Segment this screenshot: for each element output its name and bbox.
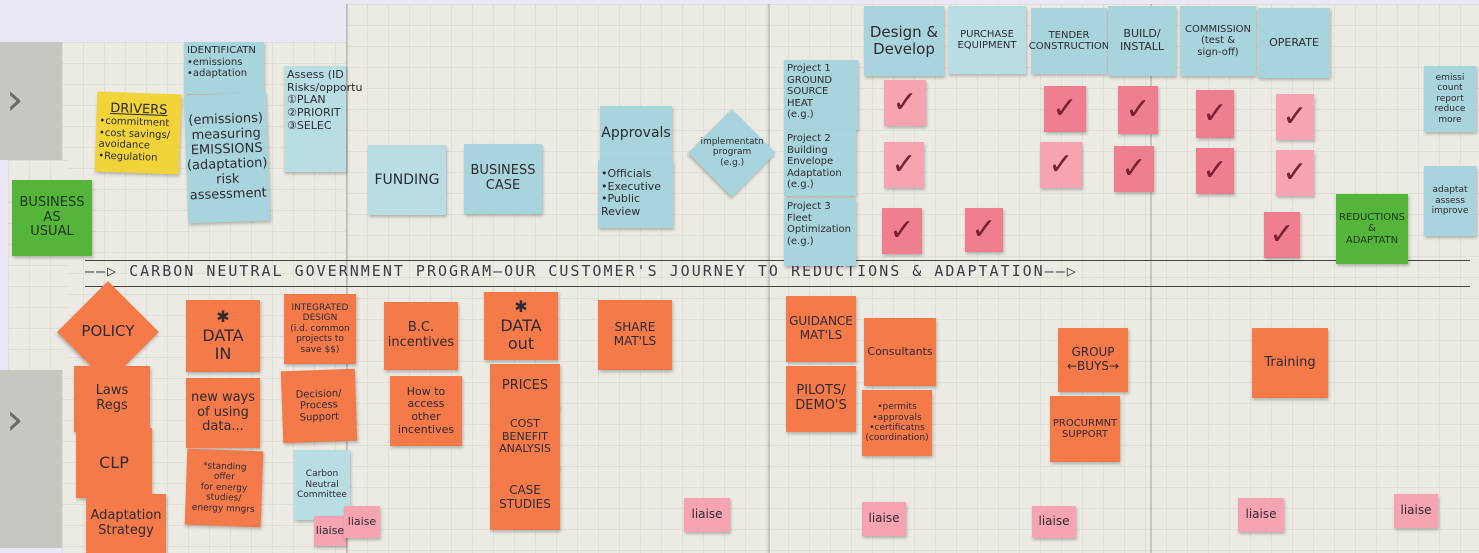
approvals-list-note: •Officials •Executive •Public Review — [598, 160, 673, 228]
chevron-right-icon: › — [6, 394, 24, 445]
funding-note: FUNDING — [368, 145, 446, 215]
phase-operate: OPERATE — [1258, 8, 1330, 78]
bc-incentives-note: B.C. incentives — [384, 302, 458, 370]
pilots-demos-note: PILOTS/ DEMO'S — [786, 366, 856, 432]
implementation-program-label: implementatn program (e.g.) — [700, 137, 764, 169]
approvals-note: Approvals — [600, 106, 672, 160]
check-mark-tender-p1: ✓ — [1044, 86, 1086, 132]
check-mark-operate-p1: ✓ — [1276, 94, 1314, 140]
integrated-design-note: INTEGRATED DESIGN (i.d. common projects … — [284, 294, 356, 364]
project-3-note: Project 3 Fleet Optimization (e.g.) — [784, 198, 856, 266]
emissions-note: emissi count report reduce more — [1424, 66, 1476, 132]
decision-support-note: Decision/ Process Support — [280, 368, 358, 444]
left-panel-top — [0, 42, 66, 160]
liaise-note-3: liaise — [684, 498, 730, 532]
left-panel-bottom — [0, 370, 66, 548]
phase-commission: COMMISSION (test & sign-off) — [1180, 6, 1256, 76]
consultants-note: Consultants — [864, 318, 936, 386]
phase-purchase-equipment: PURCHASE EQUIPMENT — [948, 6, 1026, 74]
training-note: Training — [1252, 328, 1328, 398]
phase-tender-construction: TENDER CONSTRUCTION — [1029, 8, 1109, 74]
standing-offer-note: *standing offer for energy studies/ ener… — [184, 448, 264, 528]
phase-design-develop: Design & Develop — [864, 6, 944, 76]
procurement-support-note: PROCURMNT SUPPORT — [1050, 396, 1120, 462]
check-mark-build-p2: ✓ — [1114, 146, 1154, 192]
liaise-note-7: liaise — [1394, 494, 1438, 528]
guidance-materials-note: GUIDANCE MAT'LS — [786, 296, 856, 362]
prices-note: PRICES — [490, 364, 560, 408]
liaise-note-5: liaise — [1032, 506, 1076, 538]
drivers-note: DRIVERS •commitment •cost savings/ avoid… — [94, 91, 182, 175]
check-mark-purchase-p3: ✓ — [965, 208, 1003, 252]
measuring-note: (emissions) measuring EMISSIONS (adaptat… — [183, 92, 271, 224]
sheet-seam — [768, 4, 770, 553]
check-mark-operate-p2: ✓ — [1276, 150, 1314, 196]
clp-note: CLP — [76, 428, 152, 498]
carbon-neutral-committee-note: Carbon Neutral Committee — [294, 450, 350, 520]
check-mark-design-p2: ✓ — [884, 142, 924, 188]
check-mark-tender-p2: ✓ — [1040, 142, 1082, 188]
group-buys-note: GROUP ←BUYS→ — [1058, 328, 1128, 392]
check-mark-commission-p2: ✓ — [1196, 148, 1234, 194]
data-in-note: ✱ DATA IN — [186, 300, 260, 372]
check-mark-build-p1: ✓ — [1118, 86, 1158, 134]
paper-sheet-center — [346, 4, 771, 553]
banner-line-top — [85, 260, 1470, 261]
new-ways-data-note: new ways of using data... — [186, 378, 260, 448]
check-mark-design-p1: ✓ — [884, 80, 926, 126]
liaise-note-6: liaise — [1238, 498, 1284, 532]
laws-regs-note: Laws Regs — [74, 366, 150, 432]
journey-banner: ——▷ CARBON NEUTRAL GOVERNMENT PROGRAM—OU… — [85, 262, 1078, 280]
share-materials-note: SHARE MAT'LS — [598, 300, 672, 370]
sheet-seam — [346, 4, 348, 553]
chevron-right-icon: › — [6, 74, 24, 125]
check-mark-design-p3: ✓ — [882, 208, 922, 254]
adaptation-strategy-note: Adaptation Strategy — [86, 494, 166, 553]
policy-label: POLICY — [81, 322, 135, 341]
business-as-usual-note: BUSINESS AS USUAL — [12, 180, 92, 256]
check-mark-commission-p1: ✓ — [1196, 90, 1234, 138]
cost-benefit-note: COST BENEFIT ANALYSIS — [490, 406, 560, 468]
check-mark-operate-p3: ✓ — [1264, 212, 1300, 258]
project-2-note: Project 2 Building Envelope Adaptation (… — [784, 130, 856, 196]
banner-line-bottom — [85, 286, 1470, 287]
permits-note: •permits •approvals •certificatns (coord… — [862, 390, 932, 456]
data-out-note: ✱ DATA out — [484, 292, 558, 360]
liaise-note-1: liaise — [314, 516, 346, 546]
drivers-body: •commitment •cost savings/ avoidance •Re… — [97, 116, 171, 164]
business-case-note: BUSINESS CASE — [464, 144, 542, 214]
phase-build-install: BUILD/ INSTALL — [1108, 6, 1176, 76]
assess-note: Assess (ID Risks/opportu ①PLAN ②PRIORIT … — [284, 66, 362, 172]
project-1-note: Project 1 GROUND SOURCE HEAT (e.g.) — [784, 60, 858, 130]
adaptation-note: adaptat assess improve — [1424, 166, 1476, 236]
sheet-seam — [1150, 4, 1152, 553]
identification-note: IDENTIFICATN •emissions •adaptation — [184, 42, 264, 94]
liaise-note-4: liaise — [862, 502, 906, 536]
reductions-adaptation-note: REDUCTIONS & ADAPTATN — [1336, 194, 1408, 264]
how-to-access-note: How to access other incentives — [390, 376, 462, 446]
liaise-note-2: liaise — [344, 506, 380, 538]
case-studies-note: CASE STUDIES — [490, 466, 560, 530]
